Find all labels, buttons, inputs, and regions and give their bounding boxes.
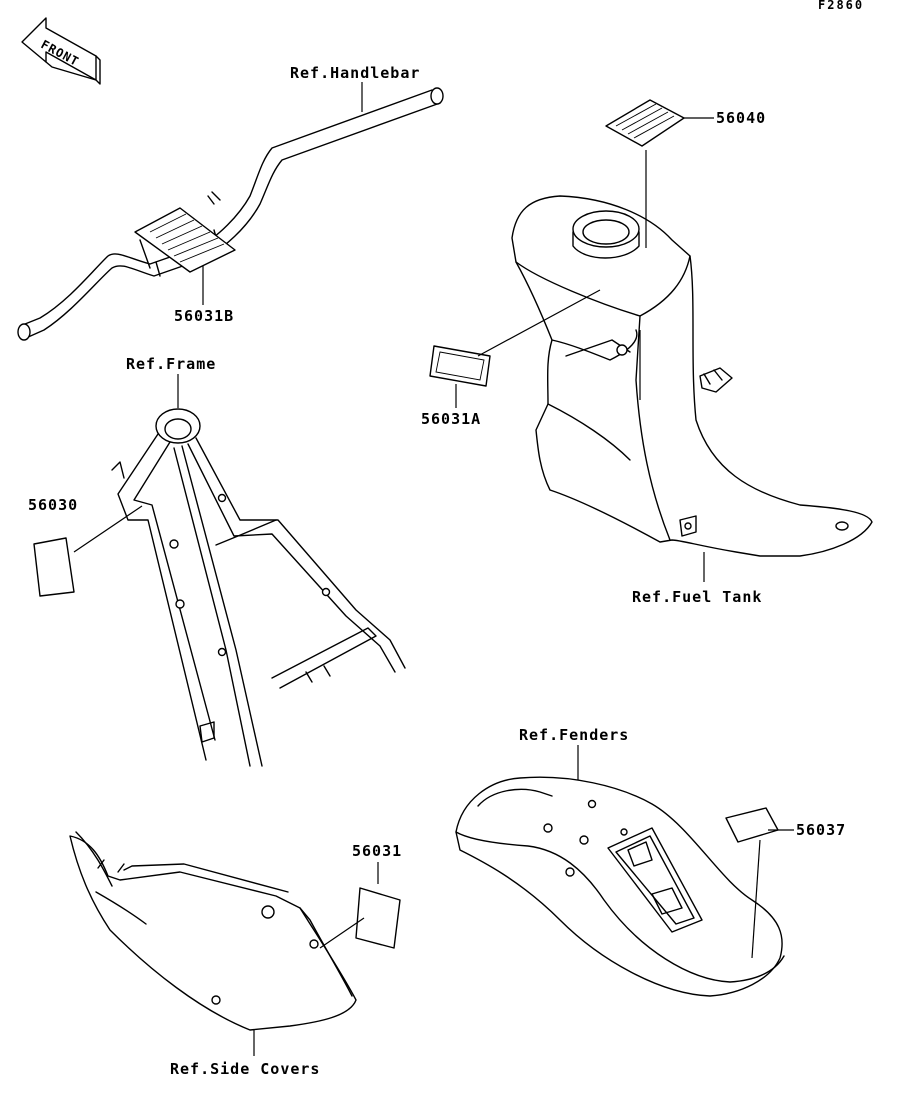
- part-56037-label: 56037: [796, 821, 846, 839]
- part-56031-label: 56031: [352, 842, 402, 860]
- ref-side-covers-label: Ref.Side Covers: [170, 1060, 320, 1078]
- front-direction-arrow-icon: FRONT: [21, 17, 101, 85]
- drawing-code: F2860: [818, 0, 864, 12]
- handlebar-illustration: [17, 87, 444, 341]
- part-56031A-label: 56031A: [421, 410, 481, 428]
- label-56037-sticker: [725, 807, 779, 843]
- ref-fenders-label: Ref.Fenders: [519, 726, 629, 744]
- ref-handlebar-label: Ref.Handlebar: [290, 64, 420, 82]
- fuel-tank-illustration: [511, 195, 873, 557]
- ref-frame-label: Ref.Frame: [126, 355, 216, 373]
- part-56040-label: 56040: [716, 109, 766, 127]
- side-cover-illustration: [69, 831, 357, 1031]
- label-56040-sticker: [605, 99, 685, 147]
- part-56030-label: 56030: [28, 496, 78, 514]
- part-56031B-label: 56031B: [174, 307, 234, 325]
- label-56031-sticker: [355, 887, 401, 949]
- label-56030-sticker: [33, 537, 75, 597]
- frame-illustration: [111, 408, 406, 767]
- fender-illustration: [455, 776, 785, 997]
- label-56031A-sticker: [429, 345, 491, 387]
- ref-fuel-tank-label: Ref.Fuel Tank: [632, 588, 762, 606]
